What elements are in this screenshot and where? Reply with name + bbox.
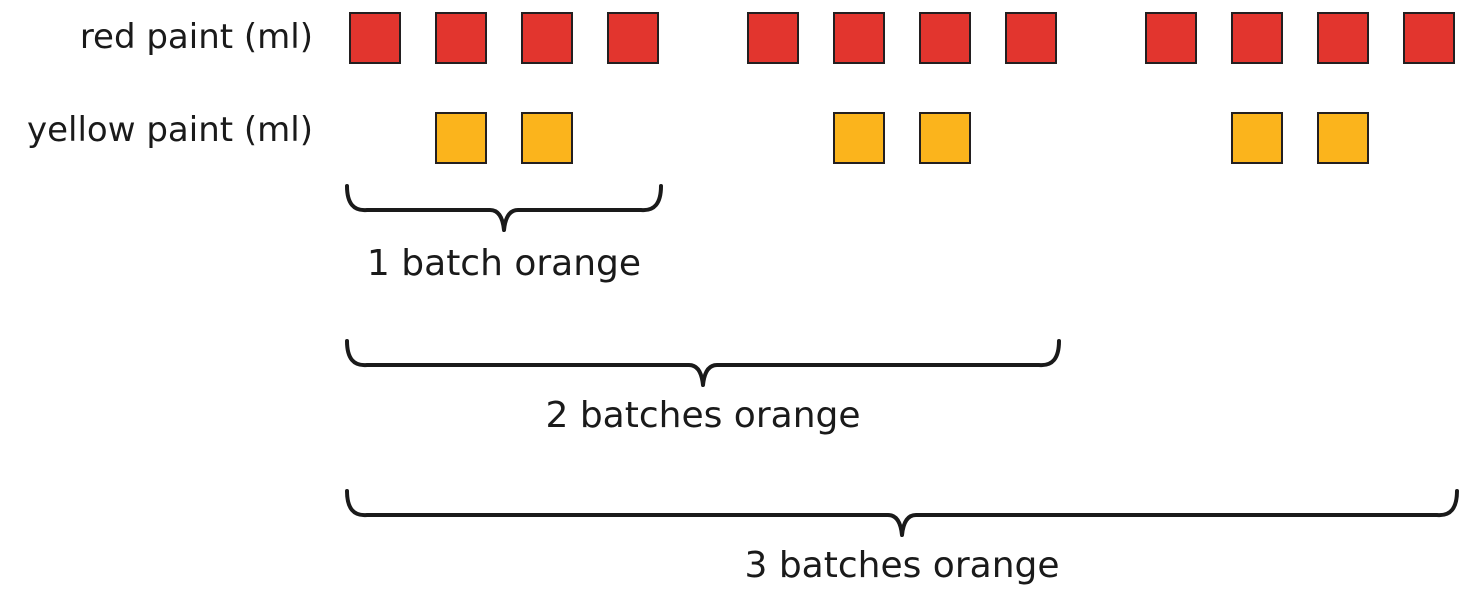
- yellow-paint-row-label: yellow paint (ml): [27, 110, 313, 150]
- red-paint-square: [521, 12, 573, 64]
- red-paint-square: [1231, 12, 1283, 64]
- curly-brace: [345, 339, 1061, 387]
- red-paint-square: [1145, 12, 1197, 64]
- red-paint-square: [1403, 12, 1455, 64]
- red-paint-square: [919, 12, 971, 64]
- red-paint-square: [1005, 12, 1057, 64]
- red-paint-square: [435, 12, 487, 64]
- red-paint-square: [1317, 12, 1369, 64]
- brace-label: 2 batches orange: [545, 395, 861, 436]
- yellow-paint-square: [1231, 112, 1283, 164]
- red-paint-square: [349, 12, 401, 64]
- yellow-paint-square: [1317, 112, 1369, 164]
- yellow-paint-square: [521, 112, 573, 164]
- yellow-paint-square: [435, 112, 487, 164]
- brace-label: 1 batch orange: [366, 243, 642, 284]
- yellow-paint-square: [833, 112, 885, 164]
- red-paint-square: [607, 12, 659, 64]
- red-paint-square: [833, 12, 885, 64]
- yellow-paint-square: [919, 112, 971, 164]
- brace-label: 3 batches orange: [744, 545, 1060, 586]
- red-paint-row-label: red paint (ml): [79, 17, 313, 57]
- curly-brace: [345, 489, 1459, 537]
- curly-brace: [345, 184, 663, 232]
- red-paint-square: [747, 12, 799, 64]
